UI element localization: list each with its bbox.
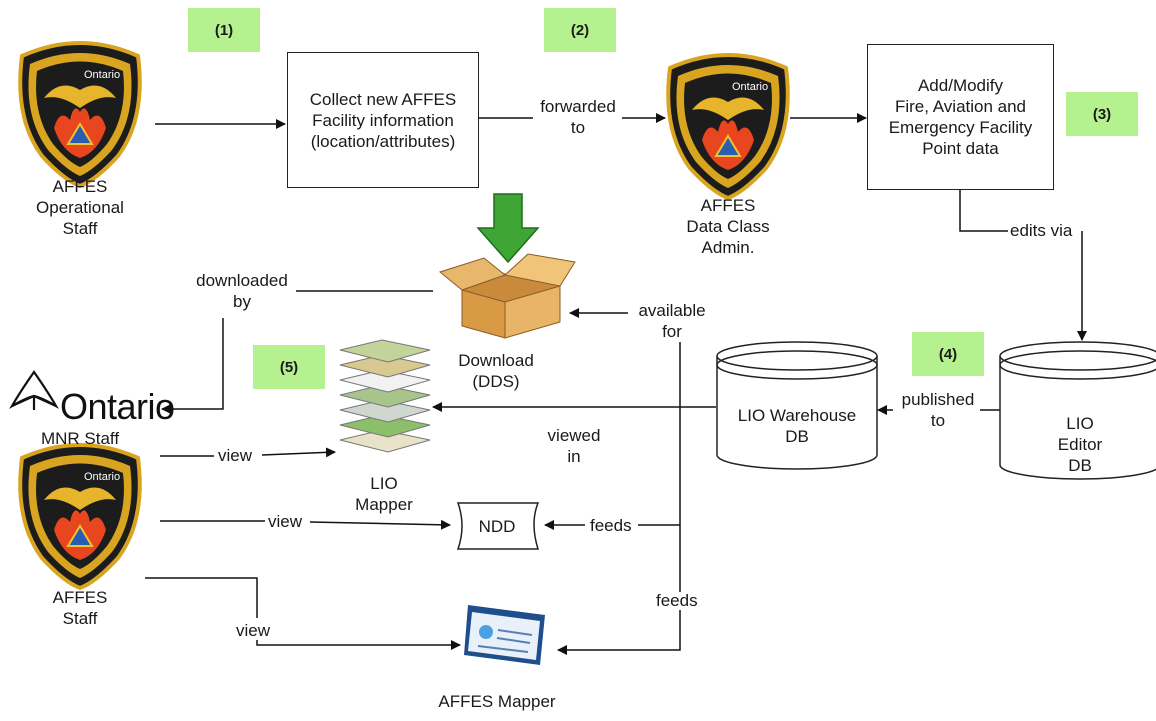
step-badge-3: (3) (1066, 92, 1138, 136)
collect-info-box: Collect new AFFES Facility information (… (287, 52, 479, 188)
step-badge-5: (5) (253, 345, 325, 389)
step-badge-1: (1) (188, 8, 260, 52)
affes-badge-staff (18, 443, 142, 590)
ontario-trillium-icon (9, 370, 59, 410)
download-box-icon (438, 193, 576, 339)
edge-label-available-for: available for (638, 301, 706, 341)
edge-label-feeds-ndd: feeds (590, 516, 632, 535)
data-class-admin-label: AFFES Data Class Admin. (686, 196, 770, 257)
affes-mapper-label: AFFES Mapper (438, 692, 556, 711)
operational-staff-label: AFFES Operational Staff (36, 177, 124, 238)
edge-label-feeds-mapper: feeds (656, 591, 698, 610)
edge-feeds-to-affes-mapper (557, 610, 681, 655)
affes-badge-operational (18, 41, 142, 188)
edge-affes-view-mapper (145, 577, 258, 618)
edge-downloaded-by-to-mnr (161, 318, 224, 414)
mnr-staff-label: MNR Staff (40, 429, 120, 448)
lio-mapper-label: LIO Mapper (355, 474, 413, 514)
edge-label-view-lio: view (218, 446, 253, 465)
affes-staff-label: AFFES Staff (52, 588, 108, 628)
edge-label-view-mapper: view (236, 621, 271, 640)
add-modify-box: Add/Modify Fire, Aviation and Emergency … (867, 44, 1054, 190)
lio-warehouse-label: LIO Warehouse DB (737, 406, 857, 446)
affes-badge-admin (666, 53, 790, 200)
lio-editor-label: LIO Editor DB (1057, 414, 1103, 475)
map-layers-icon (339, 339, 431, 453)
step-badge-4: (4) (912, 332, 984, 376)
edge-label-published-to: published to (901, 390, 975, 430)
connectors (145, 113, 1087, 655)
affes-mapper-icon (464, 605, 545, 665)
ndd-label: NDD (478, 517, 516, 536)
lio-editor-db (999, 341, 1156, 480)
edge-affes-view-ndd-head (309, 519, 451, 530)
step-badge-2: (2) (544, 8, 616, 52)
ndd-shape (456, 502, 540, 550)
edge-label-downloaded-by: downloaded by (196, 271, 288, 311)
edge-label-viewed-in: viewed in (547, 426, 601, 466)
ontario-logo-text: Ontario (60, 386, 175, 427)
edge-label-edits-via: edits via (1010, 221, 1073, 240)
lio-warehouse-db (716, 341, 878, 470)
edge-addmodify-edits-via (959, 190, 1008, 232)
edge-label-view-ndd: view (268, 512, 303, 531)
edge-affes-view-mapper-head (256, 640, 461, 650)
edge-label-forwarded-to: forwarded to (540, 97, 616, 137)
edge-mnr-view-lio-head (261, 447, 336, 458)
download-label: Download (DDS) (458, 351, 534, 391)
